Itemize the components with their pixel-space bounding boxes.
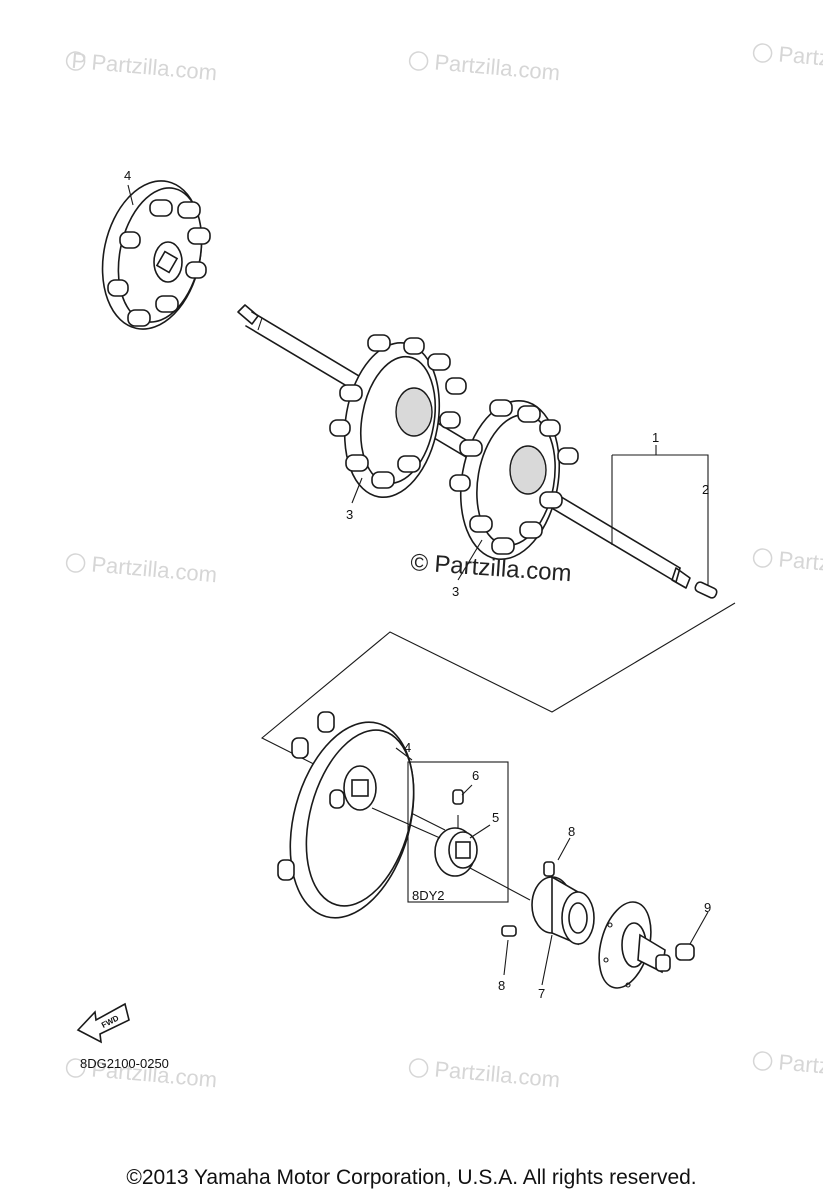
callout-4-top: 4: [124, 168, 131, 183]
set-screw-6: [452, 789, 464, 805]
sprocket-wheel-top: [101, 180, 211, 330]
callout-3-right: 3: [452, 584, 459, 599]
watermark-text: Partzilla.com: [91, 49, 219, 85]
bearing-7: [501, 861, 595, 946]
watermark-text: Partzilla.com: [778, 546, 823, 582]
callout-4-bottom: 4: [404, 740, 411, 755]
watermark-mid-right: Partzilla.com: [752, 546, 823, 582]
nut-9: [675, 943, 695, 961]
watermark-text: Partzilla.com: [778, 1049, 823, 1085]
watermark-text: Partzilla.com: [434, 49, 562, 85]
leader-lines: [127, 184, 709, 986]
center-watermark-text: Partzilla.com: [434, 551, 573, 588]
set-screw-8-top: [543, 861, 555, 877]
copyright-notice: ©2013 Yamaha Motor Corporation, U.S.A. A…: [126, 1166, 697, 1189]
center-watermark: © Partzilla.com: [410, 549, 573, 587]
callout-1: 1: [652, 430, 659, 445]
sprocket-wheel-bottom: [277, 711, 415, 919]
callout-3-left: 3: [346, 507, 353, 522]
callout-6: 6: [472, 768, 479, 783]
watermark-text: Partzilla.com: [434, 1056, 562, 1092]
watermark-bottom-center: Partzilla.com: [408, 1056, 562, 1092]
set-screw-8-bottom: [501, 925, 517, 937]
callout-2: 2: [702, 482, 709, 497]
diagram-code: 8DG2100-0250: [80, 1056, 169, 1071]
callout-bracket-1-2: [611, 445, 718, 599]
watermark-text: Partzilla.com: [778, 41, 823, 77]
box-label: 8DY2: [412, 888, 445, 903]
callout-5: 5: [492, 810, 499, 825]
watermark-top-center: Partzilla.com: [408, 49, 562, 85]
watermark-text: Partzilla.com: [91, 551, 219, 587]
watermark-mid-left: Partzilla.com: [65, 551, 219, 587]
watermark-top-left: P Partzilla.com: [65, 48, 219, 85]
callout-9: 9: [704, 900, 711, 915]
watermark-symbol: P: [71, 48, 88, 74]
sprocket-middle-left: [329, 334, 467, 499]
callout-7: 7: [538, 986, 545, 1001]
watermark-bottom-right: Partzilla.com: [752, 1049, 823, 1085]
watermark-top-right: Partzilla.com: [752, 41, 823, 77]
variant-box-8dy2: 8DY2: [407, 761, 509, 903]
flange-hub: [598, 901, 671, 989]
sprocket-middle-right: [449, 399, 579, 561]
center-watermark-symbol: ©: [410, 549, 430, 577]
callout-8-bottom: 8: [498, 978, 505, 993]
axis-guide-line: [371, 807, 531, 901]
forward-arrow-icon: FWD: [76, 1002, 130, 1044]
callouts: 4 1 2 3 3 4 6 5 8 8 7 9: [124, 168, 711, 1001]
callout-8-top: 8: [568, 824, 575, 839]
